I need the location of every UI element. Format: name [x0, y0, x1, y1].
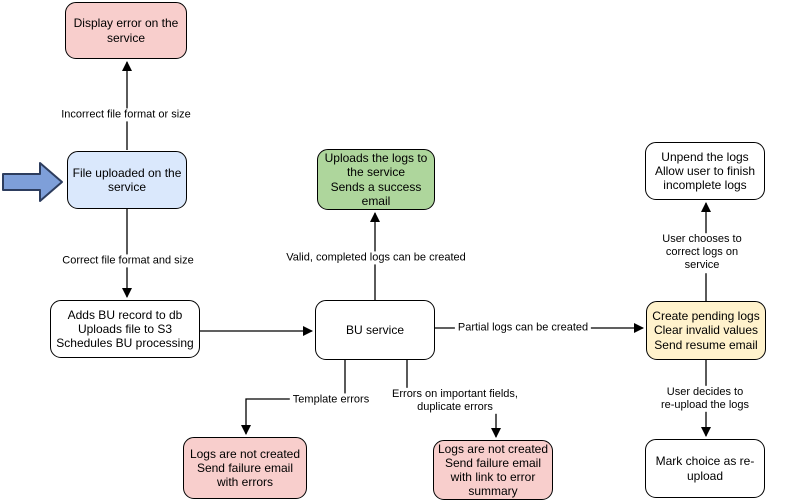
edge-label-important-errors: Errors on important fields, duplicate er…: [389, 387, 521, 415]
edge-label-correct-format: Correct file format and size: [59, 254, 197, 268]
node-file-uploaded[interactable]: File uploaded on the service: [67, 151, 187, 209]
node-adds-bu-record[interactable]: Adds BU record to db Uploads file to S3 …: [50, 300, 200, 358]
node-unpend-logs-label: Unpend the logs Allow user to finish inc…: [654, 149, 756, 193]
edge-label-template-errors: Template errors: [289, 393, 373, 407]
node-mark-reupload[interactable]: Mark choice as re- upload: [645, 439, 765, 498]
node-create-pending-logs[interactable]: Create pending logs Clear invalid values…: [646, 301, 766, 360]
node-adds-bu-record-label: Adds BU record to db Uploads file to S3 …: [56, 307, 194, 351]
node-logs-not-created-summary[interactable]: Logs are not created Send failure email …: [433, 440, 553, 500]
edge-label-partial-logs: Partial logs can be created: [454, 321, 592, 335]
node-logs-not-created-errors[interactable]: Logs are not created Send failure email …: [183, 437, 307, 499]
edge-label-incorrect-format: Incorrect file format or size: [58, 108, 194, 122]
node-file-uploaded-label: File uploaded on the service: [72, 165, 182, 194]
edge-label-user-chooses: User chooses to correct logs on service: [652, 233, 752, 273]
node-unpend-logs[interactable]: Unpend the logs Allow user to finish inc…: [645, 142, 765, 200]
node-display-error-label: Display error on the service: [73, 16, 179, 45]
node-bu-service-label: BU service: [345, 322, 404, 337]
node-display-error[interactable]: Display error on the service: [65, 2, 187, 59]
node-uploads-logs-success[interactable]: Uploads the logs to the service Sends a …: [317, 149, 435, 210]
edge-label-valid-logs: Valid, completed logs can be created: [283, 251, 469, 265]
node-create-pending-logs-label: Create pending logs Clear invalid values…: [652, 309, 760, 352]
node-logs-not-created-summary-label: Logs are not created Send failure email …: [437, 441, 549, 499]
entry-point-block-arrow-icon[interactable]: [2, 162, 63, 202]
node-logs-not-created-errors-label: Logs are not created Send failure email …: [189, 446, 301, 490]
node-mark-reupload-label: Mark choice as re- upload: [655, 454, 755, 483]
edge-label-user-decides: User decides to re-upload the logs: [657, 385, 753, 413]
node-uploads-logs-success-label: Uploads the logs to the service Sends a …: [324, 151, 428, 208]
node-bu-service[interactable]: BU service: [315, 300, 435, 360]
